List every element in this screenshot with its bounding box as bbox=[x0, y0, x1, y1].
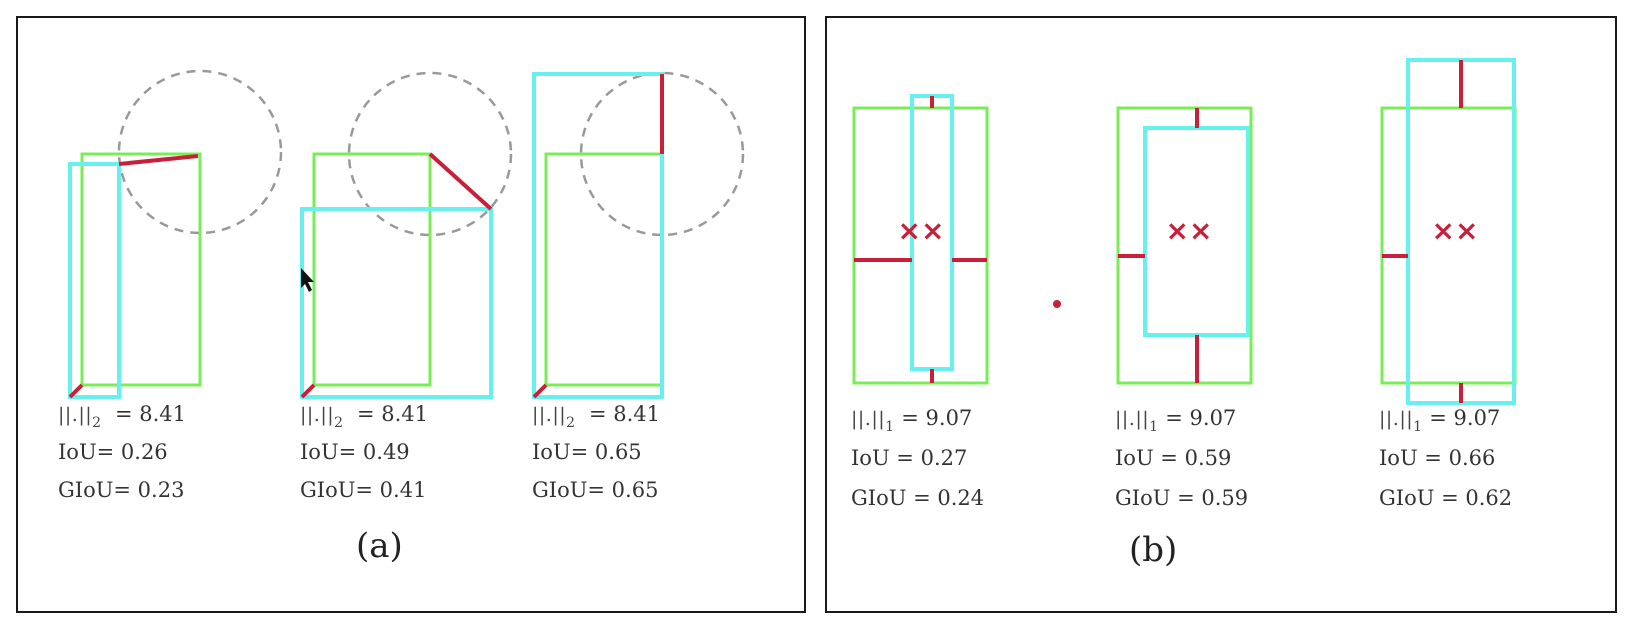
giou-value: GIoU= 0.41 bbox=[300, 478, 427, 502]
iou-value: IoU= 0.65 bbox=[532, 440, 642, 464]
corner-distance-line-top bbox=[118, 154, 199, 166]
ground-truth-box bbox=[1116, 106, 1253, 385]
norm-value: = 9.07 bbox=[1165, 406, 1237, 430]
dashed-circle bbox=[579, 71, 745, 237]
metrics-b2: ||.||1 = 9.07 IoU = 0.59 GIoU = 0.59 bbox=[1115, 408, 1248, 528]
giou-value: GIoU = 0.62 bbox=[1379, 486, 1513, 510]
norm-label: ||.||1 bbox=[1115, 408, 1159, 435]
norm-label: ||.||1 bbox=[1379, 408, 1423, 435]
ground-truth-box bbox=[80, 152, 202, 387]
norm-label: ||.||2 bbox=[532, 404, 576, 431]
norm-value: = 8.41 bbox=[356, 402, 428, 426]
ground-truth-box bbox=[312, 152, 432, 387]
norm-value: = 9.07 bbox=[901, 406, 973, 430]
example-a1 bbox=[68, 69, 283, 399]
example-b2: ×× bbox=[1116, 106, 1253, 385]
metrics-a1: ||.||2 = 8.41 IoU= 0.26 GIoU= 0.23 bbox=[58, 404, 186, 518]
mouse-cursor-icon bbox=[301, 268, 314, 292]
ground-truth-box bbox=[544, 152, 664, 387]
metrics-a2: ||.||2 = 8.41 IoU= 0.49 GIoU= 0.41 bbox=[300, 404, 428, 518]
norm-value: = 9.07 bbox=[1429, 406, 1501, 430]
iou-value: IoU = 0.59 bbox=[1115, 446, 1232, 470]
ground-truth-box bbox=[852, 106, 989, 385]
iou-value: IoU = 0.27 bbox=[851, 446, 968, 470]
example-a3 bbox=[532, 71, 745, 399]
iou-value: IoU= 0.49 bbox=[300, 440, 410, 464]
separator-dot bbox=[1053, 300, 1061, 308]
center-marker: ×× bbox=[898, 214, 945, 247]
iou-value: IoU = 0.66 bbox=[1379, 446, 1496, 470]
norm-label: ||.||1 bbox=[851, 408, 895, 435]
center-marker: ×× bbox=[1432, 214, 1479, 247]
panel-a-diagram bbox=[68, 69, 745, 399]
norm-label: ||.||2 bbox=[300, 404, 344, 431]
predicted-box bbox=[300, 207, 493, 399]
metrics-a3: ||.||2 = 8.41 IoU= 0.65 GIoU= 0.65 bbox=[532, 404, 660, 518]
example-a2 bbox=[300, 71, 513, 399]
giou-value: GIoU = 0.59 bbox=[1115, 486, 1249, 510]
caption-b: (b) bbox=[1129, 530, 1178, 570]
corner-distance-line-top bbox=[428, 152, 493, 211]
giou-value: GIoU = 0.24 bbox=[851, 486, 985, 510]
center-marker: ×× bbox=[1166, 214, 1213, 247]
panel-b: ×× ×× ×× ||.||1 = 9.07 IoU = 0.27 GIoU =… bbox=[825, 16, 1617, 613]
example-b1: ×× bbox=[852, 94, 989, 385]
dashed-circle bbox=[117, 69, 283, 235]
corner-distance-line-bottom bbox=[68, 383, 84, 399]
norm-value: = 8.41 bbox=[588, 402, 660, 426]
predicted-box bbox=[532, 72, 664, 399]
predicted-box bbox=[68, 162, 121, 399]
example-b3: ×× bbox=[1380, 58, 1517, 405]
panel-a: ||.||2 = 8.41 IoU= 0.26 GIoU= 0.23 ||.||… bbox=[16, 16, 806, 613]
corner-distance-line-bottom bbox=[532, 383, 548, 399]
giou-value: GIoU= 0.65 bbox=[532, 478, 659, 502]
caption-a: (a) bbox=[356, 526, 403, 566]
giou-value: GIoU= 0.23 bbox=[58, 478, 185, 502]
metrics-b3: ||.||1 = 9.07 IoU = 0.66 GIoU = 0.62 bbox=[1379, 408, 1512, 528]
corner-distance-line-bottom bbox=[300, 383, 316, 399]
iou-value: IoU= 0.26 bbox=[58, 440, 168, 464]
panel-b-diagram: ×× ×× ×× bbox=[852, 58, 1517, 405]
metrics-b1: ||.||1 = 9.07 IoU = 0.27 GIoU = 0.24 bbox=[851, 408, 984, 528]
norm-label: ||.||2 bbox=[58, 404, 102, 431]
norm-value: = 8.41 bbox=[114, 402, 186, 426]
dashed-circle bbox=[347, 71, 513, 237]
